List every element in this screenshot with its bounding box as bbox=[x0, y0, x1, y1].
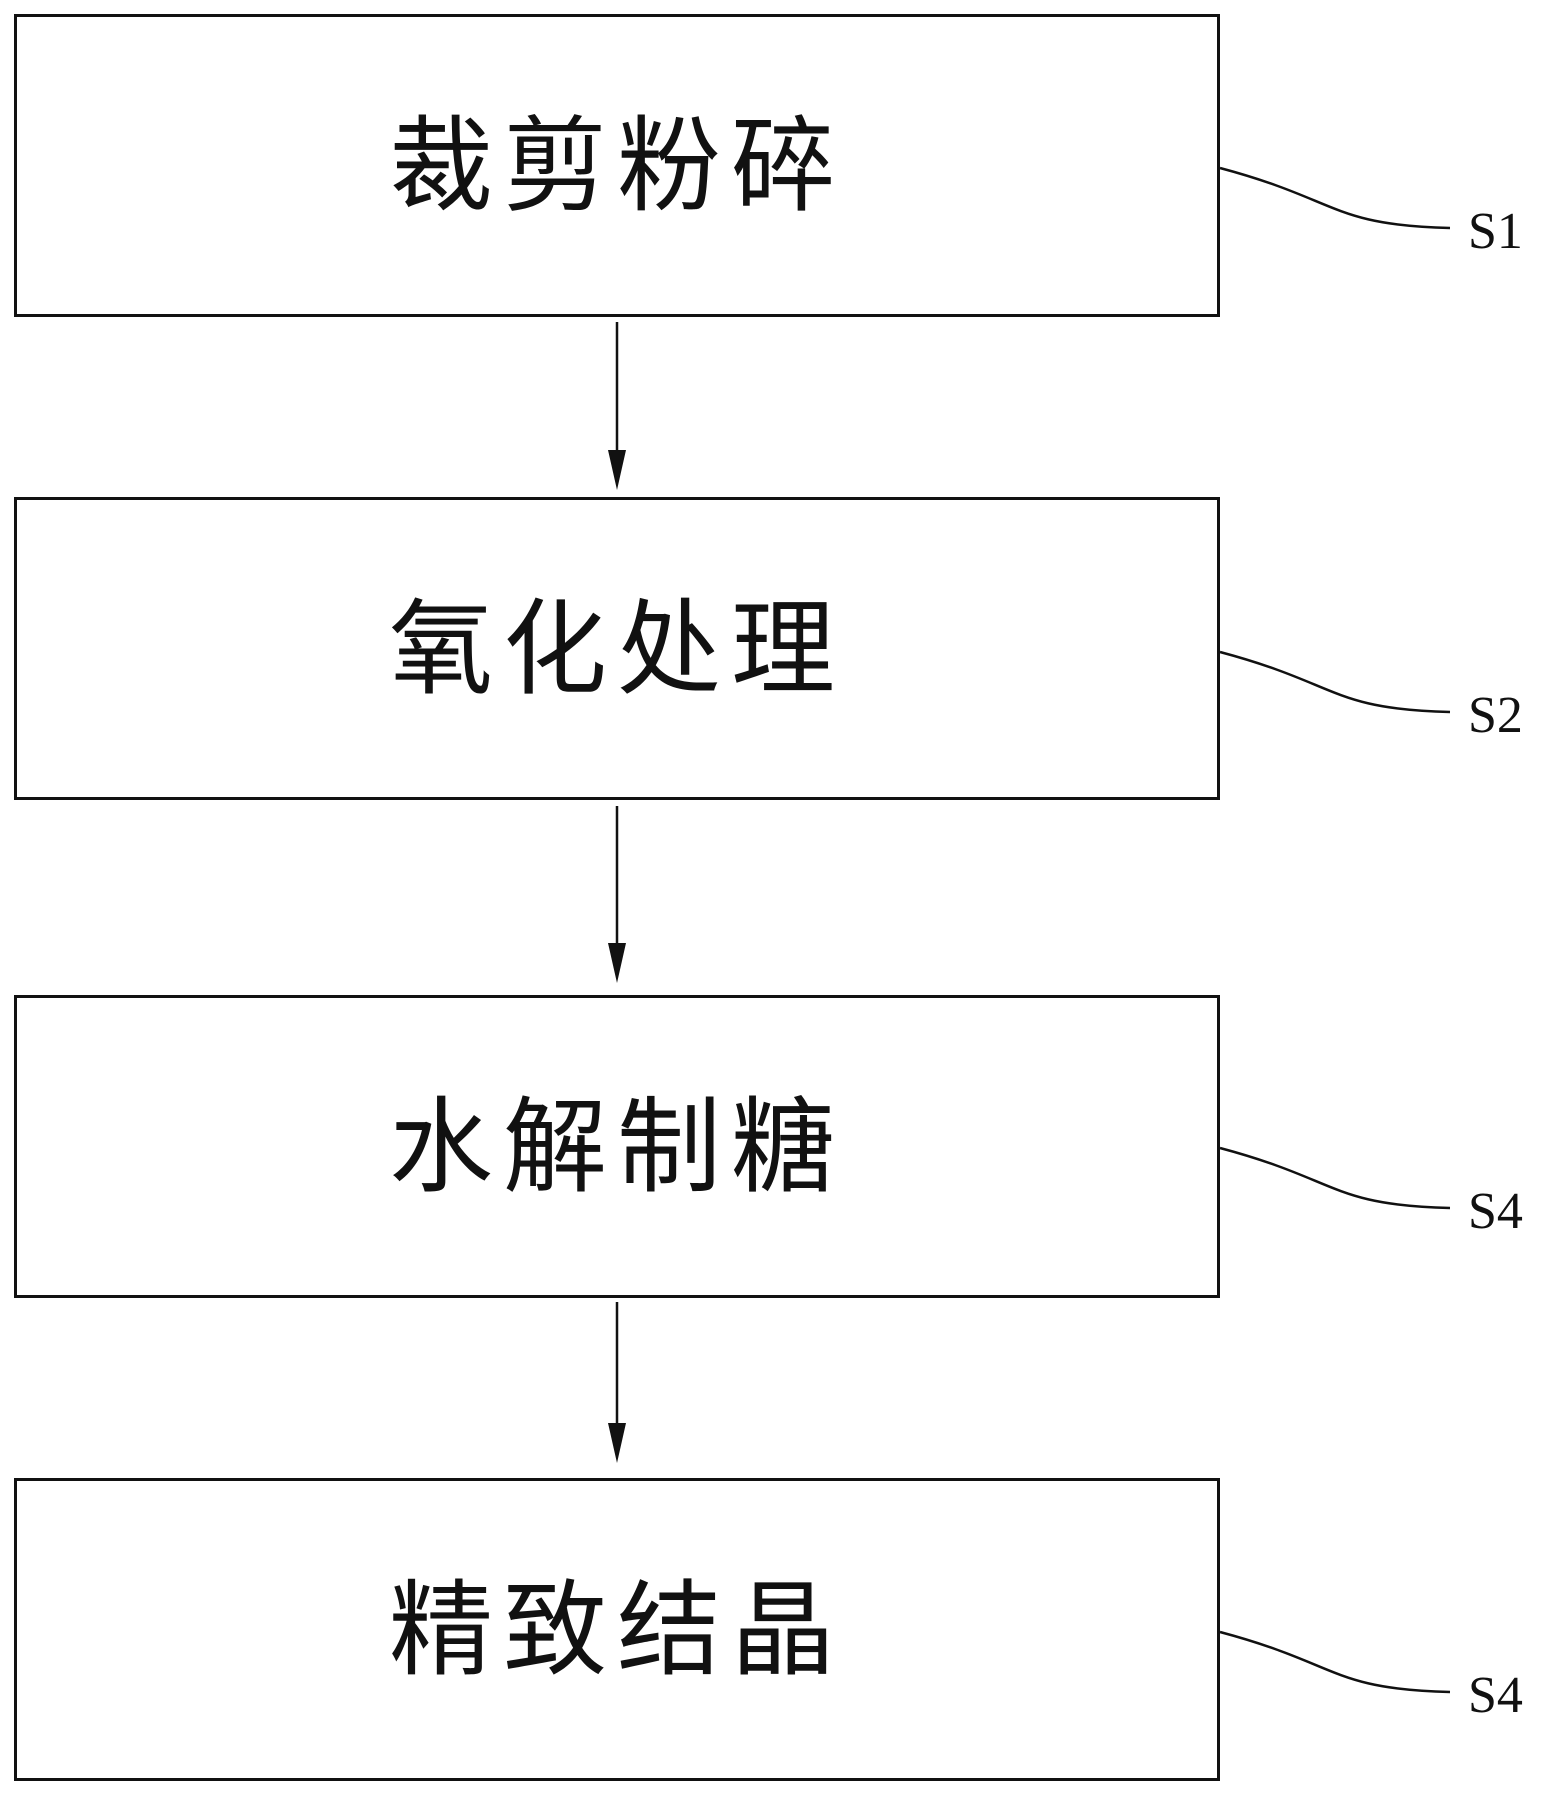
ref-label-s1: S1 bbox=[1468, 203, 1523, 260]
step-box-crystallization: 精致结晶 bbox=[14, 1478, 1220, 1781]
arrow-s1-to-s2 bbox=[608, 322, 626, 490]
step-label-hydrolysis: 水解制糖 bbox=[388, 1085, 845, 1208]
step-label-oxidation: 氧化处理 bbox=[388, 587, 845, 710]
step-label-crystallization: 精致结晶 bbox=[388, 1568, 845, 1691]
step-label-cutting: 裁剪粉碎 bbox=[388, 104, 845, 227]
leader-line-s4 bbox=[1219, 1630, 1451, 1694]
ref-label-s4: S4 bbox=[1468, 1667, 1523, 1724]
ref-label-s2: S2 bbox=[1468, 687, 1523, 744]
arrow-s2-to-s3 bbox=[608, 806, 626, 983]
arrow-s3-to-s4 bbox=[608, 1302, 626, 1463]
leader-line-s3 bbox=[1219, 1146, 1451, 1210]
leader-line-s2 bbox=[1219, 650, 1451, 714]
ref-label-s3: S4 bbox=[1468, 1183, 1523, 1240]
step-box-hydrolysis: 水解制糖 bbox=[14, 995, 1220, 1298]
step-box-cutting: 裁剪粉碎 bbox=[14, 14, 1220, 317]
leader-line-s1 bbox=[1219, 166, 1451, 230]
step-box-oxidation: 氧化处理 bbox=[14, 497, 1220, 800]
